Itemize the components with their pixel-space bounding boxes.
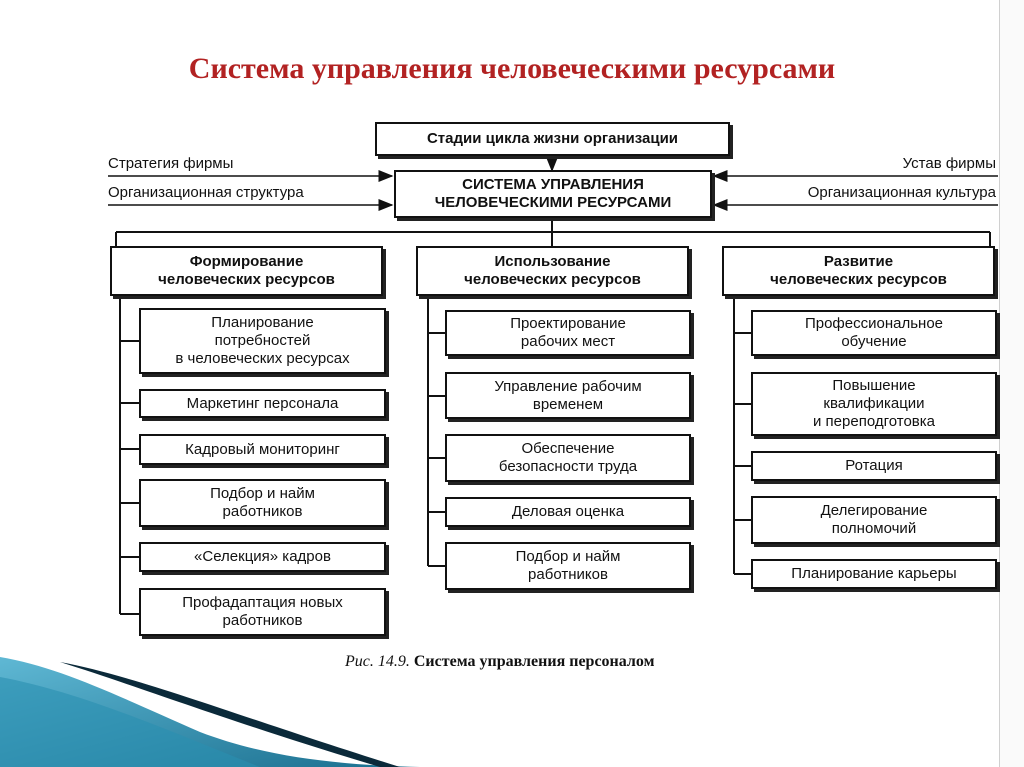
item-staff-monitoring: Кадровый мониторинг: [139, 434, 386, 465]
input-culture: Организационная культура: [807, 184, 996, 201]
item-selection: «Селекция» кадров: [139, 542, 386, 572]
item-labor-safety: Обеспечение безопасности труда: [445, 434, 691, 482]
slide-frame: [999, 0, 1024, 767]
item-delegation: Делегирование полномочий: [751, 496, 997, 544]
input-strategy: Стратегия фирмы: [108, 155, 234, 172]
item-recruitment-2: Подбор и найм работников: [445, 542, 691, 590]
header-development: Развитие человеческих ресурсов: [722, 246, 995, 296]
item-career-planning: Планирование карьеры: [751, 559, 997, 589]
item-qualification: Повышение квалификации и переподготовка: [751, 372, 997, 436]
item-performance-review: Деловая оценка: [445, 497, 691, 527]
item-professional-training: Профессиональное обучение: [751, 310, 997, 356]
slide-decoration: [0, 657, 420, 767]
slide-title: Система управления человеческими ресурса…: [188, 52, 836, 85]
item-recruitment: Подбор и найм работников: [139, 479, 386, 527]
hr-system-box: СИСТЕМА УПРАВЛЕНИЯ ЧЕЛОВЕЧЕСКИМИ РЕСУРСА…: [394, 170, 712, 218]
item-work-time: Управление рабочим временем: [445, 372, 691, 419]
header-formation: Формирование человеческих ресурсов: [110, 246, 383, 296]
figure-caption: Рис. 14.9. Система управления персоналом: [345, 653, 654, 671]
item-adaptation: Профадаптация новых работников: [139, 588, 386, 636]
caption-text: Система управления персоналом: [413, 653, 655, 670]
input-structure: Организационная структура: [108, 184, 304, 201]
lifecycle-box: Стадии цикла жизни организации: [375, 122, 730, 156]
item-workplace-design: Проектирование рабочих мест: [445, 310, 691, 356]
item-hr-planning: Планирование потребностей в человеческих…: [139, 308, 386, 374]
input-charter: Устав фирмы: [902, 155, 996, 172]
item-rotation: Ротация: [751, 451, 997, 481]
header-usage: Использование человеческих ресурсов: [416, 246, 689, 296]
caption-prefix: Рис. 14.9.: [345, 653, 410, 670]
item-personnel-marketing: Маркетинг персонала: [139, 389, 386, 418]
